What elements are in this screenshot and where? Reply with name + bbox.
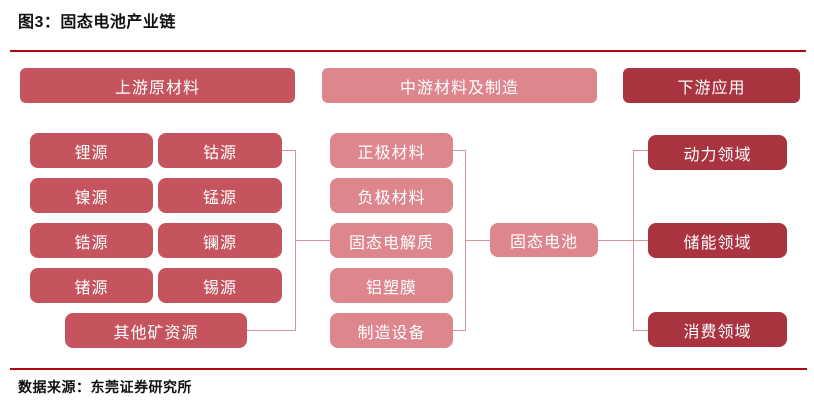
node-aluminum-plastic-film: 铝塑膜	[330, 268, 453, 303]
node-nickel-source: 镍源	[30, 178, 153, 213]
header-downstream: 下游应用	[623, 68, 800, 103]
connector-midstream-top-stub	[453, 150, 466, 151]
node-lithium-source: 锂源	[30, 133, 153, 168]
node-cathode-materials: 正极材料	[330, 133, 453, 168]
header-midstream: 中游材料及制造	[322, 68, 597, 103]
connector-to-energy-storage-sector	[633, 240, 648, 241]
node-energy-storage-sector: 储能领域	[648, 223, 787, 258]
node-tin-source: 锡源	[158, 268, 282, 303]
bottom-divider-rule	[10, 368, 807, 370]
node-power-sector: 动力领域	[648, 135, 787, 170]
node-anode-materials: 负极材料	[330, 178, 453, 213]
connector-to-consumer-sector	[633, 330, 648, 331]
node-solid-state-battery: 固态电池	[490, 223, 598, 257]
connector-upstream-to-midstream	[295, 240, 330, 241]
node-cobalt-source: 钴源	[158, 133, 282, 168]
node-lanthanum-source: 镧源	[158, 223, 282, 258]
node-consumer-sector: 消费领域	[648, 312, 787, 347]
connector-upstream-bottom-stub	[247, 330, 296, 331]
top-divider-rule	[10, 50, 806, 52]
node-solid-electrolyte: 固态电解质	[330, 223, 453, 258]
node-manufacturing-equipment: 制造设备	[330, 313, 453, 348]
connector-to-power-sector	[633, 150, 648, 151]
figure-title: 图3：固态电池产业链	[18, 14, 176, 31]
connector-battery-out	[598, 240, 634, 241]
node-zirconium-source: 锆源	[30, 223, 153, 258]
connector-upstream-top-stub	[282, 150, 296, 151]
connector-midstream-bottom-stub	[453, 330, 466, 331]
node-manganese-source: 锰源	[158, 178, 282, 213]
data-source-caption: 数据来源：东莞证券研究所	[18, 379, 192, 395]
connector-midstream-to-battery	[465, 240, 490, 241]
node-other-mineral-resources: 其他矿资源	[65, 313, 247, 348]
header-upstream: 上游原材料	[20, 68, 295, 103]
node-germanium-source: 锗源	[30, 268, 153, 303]
